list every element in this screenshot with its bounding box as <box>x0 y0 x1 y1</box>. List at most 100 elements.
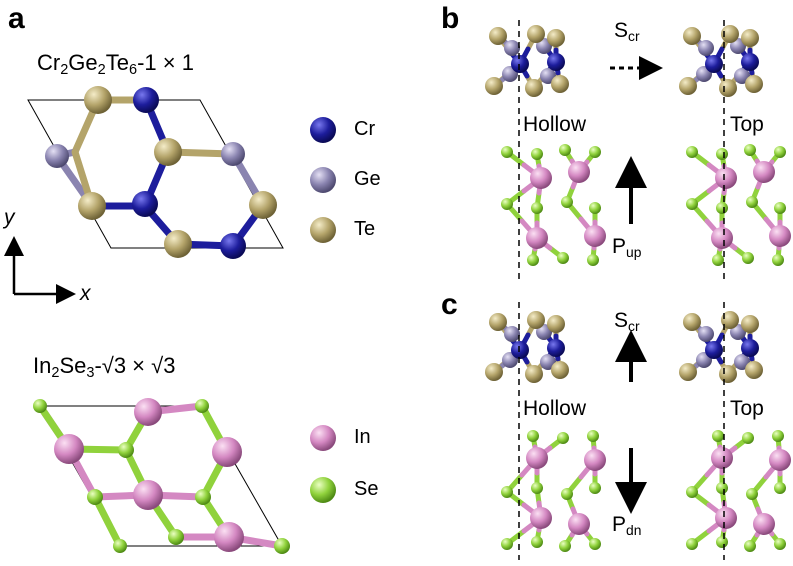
legend-ge-sphere <box>310 167 336 193</box>
in-atom <box>530 507 552 529</box>
legend-te-label: Te <box>354 218 376 240</box>
te-atom <box>551 75 569 93</box>
legend-se-label: Se <box>354 478 379 500</box>
se-atom <box>746 488 758 500</box>
in-atom <box>54 434 84 464</box>
in-atom <box>526 447 548 469</box>
se-atom <box>118 442 134 458</box>
te-atom <box>489 313 507 331</box>
in-atom <box>134 398 162 426</box>
legend-cr-sphere <box>310 117 336 143</box>
se-atom <box>561 196 573 208</box>
se-atom <box>501 538 513 550</box>
legend-se-sphere <box>310 477 336 503</box>
cr-atom <box>511 55 529 73</box>
te-atom <box>489 27 507 45</box>
se-atom <box>774 482 786 494</box>
te-atom <box>547 315 565 333</box>
se-atom <box>712 254 724 266</box>
se-atom <box>686 538 698 550</box>
te-atom <box>249 191 277 219</box>
hollow-label-c: Hollow <box>523 397 587 420</box>
in-atom <box>133 480 163 510</box>
panel-label-a: a <box>8 2 25 35</box>
guide-lines <box>518 20 725 560</box>
se-atom <box>774 146 786 158</box>
cr-atom <box>220 233 246 259</box>
in-atom <box>753 513 775 535</box>
se-atom <box>589 146 601 158</box>
se-atom <box>742 432 754 444</box>
in-atom <box>753 161 775 183</box>
te-atom <box>154 138 182 166</box>
se-atom <box>274 538 290 554</box>
te-atom <box>721 25 739 43</box>
te-atom <box>745 75 763 93</box>
se-atom <box>589 538 601 550</box>
se-atom <box>501 146 513 158</box>
se-atom <box>587 430 599 442</box>
in-atom <box>769 225 791 247</box>
te-atom <box>84 86 112 114</box>
panel-label-b: b <box>441 2 460 35</box>
se-atom <box>686 486 698 498</box>
se-atom <box>716 536 728 548</box>
in-atom <box>568 161 590 183</box>
se-atom <box>527 430 539 442</box>
te-atom <box>683 313 701 331</box>
se-atom <box>587 254 599 266</box>
axis-x-label: x <box>80 282 91 305</box>
te-atom <box>547 29 565 47</box>
te-atom <box>719 79 737 97</box>
cr-atom <box>511 341 529 359</box>
in-atom <box>715 507 737 529</box>
in-atom <box>711 227 733 249</box>
se-atom <box>716 482 728 494</box>
cr-atom <box>705 341 723 359</box>
legend-spheres <box>310 117 336 503</box>
se-atom <box>716 202 728 214</box>
se-atom <box>559 144 571 156</box>
cgt-formula: Cr2Ge2Te6-1 × 1 <box>37 50 194 79</box>
se-atom <box>772 430 784 442</box>
cr-atom <box>133 87 159 113</box>
in-atom <box>711 447 733 469</box>
se-atom <box>527 254 539 266</box>
arrows <box>610 56 663 514</box>
ge-atom <box>504 40 520 56</box>
legend-in-label: In <box>354 426 371 448</box>
cr-atom <box>741 53 759 71</box>
se-atom <box>531 536 543 548</box>
legend-ge-label: Ge <box>354 168 381 190</box>
se-atom <box>744 540 756 552</box>
se-atom <box>33 399 47 413</box>
se-atom <box>531 148 543 160</box>
legend-cr-label: Cr <box>354 118 376 140</box>
ge-atom <box>504 326 520 342</box>
cr-atom <box>132 191 158 217</box>
se-atom <box>774 202 786 214</box>
side-views <box>485 25 791 552</box>
se-atom <box>195 489 211 505</box>
te-atom <box>683 27 701 45</box>
se-atom <box>501 198 513 210</box>
in-atom <box>526 227 548 249</box>
ins-formula: In2Se3-√3 × √3 <box>33 353 176 382</box>
ge-atom <box>45 144 69 168</box>
se-atom <box>87 489 103 505</box>
cr-atom <box>547 53 565 71</box>
legend-in-sphere <box>310 425 336 451</box>
in-atom <box>212 437 242 467</box>
ge-atom <box>698 40 714 56</box>
legend-te-sphere <box>310 217 336 243</box>
in-atom <box>584 449 606 471</box>
se-atom <box>716 148 728 160</box>
se-atom <box>686 146 698 158</box>
te-atom <box>721 311 739 329</box>
hollow-label-b: Hollow <box>523 113 587 136</box>
cgt-top-view <box>27 86 284 259</box>
te-atom <box>527 311 545 329</box>
ge-atom <box>698 326 714 342</box>
